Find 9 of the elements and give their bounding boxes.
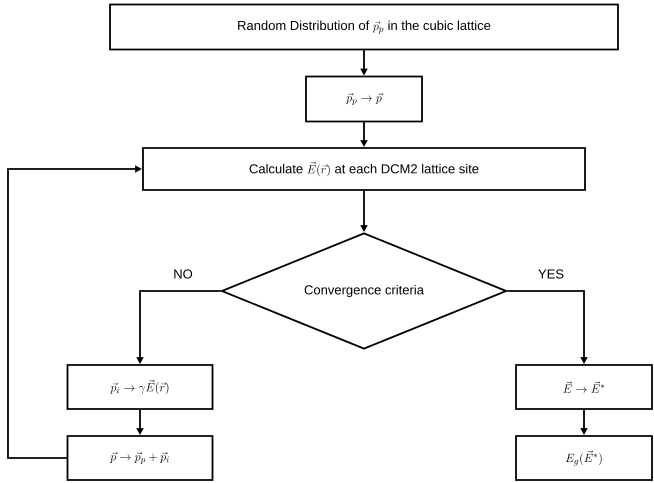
process-box: $\vec{p} \rightarrow \vec{p}_p + \vec{p}_i$ xyxy=(66,435,214,481)
process-box: $\vec{p}_i \rightarrow \gamma\vec{E}(\vec{r})$ xyxy=(66,364,214,410)
process-box: $\vec{p}_p \rightarrow \vec{p}$ xyxy=(305,76,423,122)
process-box: Random Distribution of $\vec{p}_p$ in the cubic lattice xyxy=(109,4,619,50)
process-box: $\vec{E} \rightarrow \vec{E}^*$ xyxy=(515,364,653,410)
process-box: Calculate $\vec{E}(\vec{r})$ at each DCM2 lattice site xyxy=(142,147,586,191)
process-box: $E_g(\vec{E}^*)$ xyxy=(515,435,653,481)
edge-label: NO xyxy=(172,268,194,280)
edge-label: YES xyxy=(537,268,565,280)
